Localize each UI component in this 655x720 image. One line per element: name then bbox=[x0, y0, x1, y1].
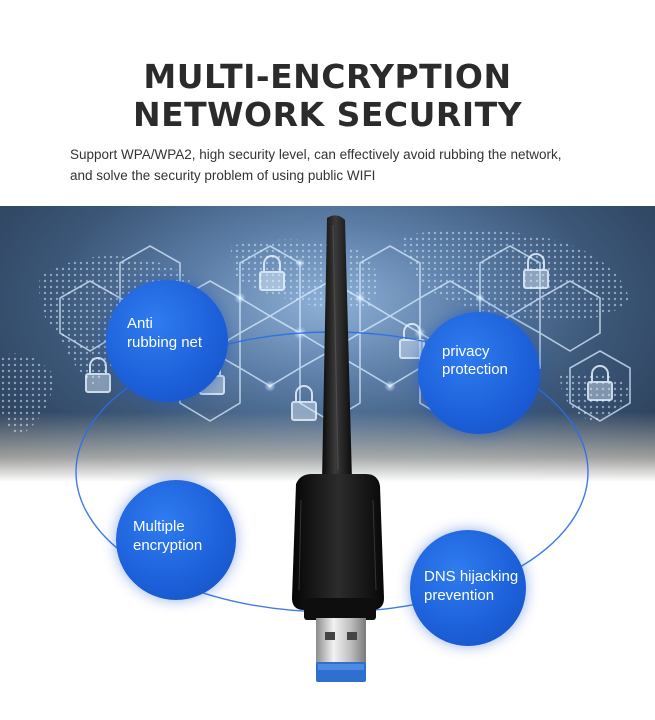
usb-wifi-adapter bbox=[292, 474, 384, 620]
feature-label-line-1: privacy bbox=[442, 343, 490, 360]
feature-anti-rubbing-net: Anti rubbing net bbox=[106, 280, 228, 402]
feature-label-line-2: encryption bbox=[133, 537, 203, 554]
usb-connector bbox=[316, 618, 366, 682]
subtitle-line-1: Support WPA/WPA2, high security level, c… bbox=[70, 147, 562, 162]
page-title: MULTI-ENCRYPTION NETWORK SECURITY bbox=[0, 58, 655, 134]
feature-privacy-protection: privacy protection bbox=[418, 312, 540, 434]
feature-label-line-2: prevention bbox=[424, 587, 495, 604]
subtitle-line-2: and solve the security problem of using … bbox=[70, 168, 376, 183]
feature-label-line-1: DNS hijacking bbox=[424, 568, 519, 585]
title-line-2: NETWORK SECURITY bbox=[132, 95, 522, 134]
title-line-1: MULTI-ENCRYPTION bbox=[143, 57, 512, 96]
feature-label-line-1: Anti bbox=[127, 315, 153, 332]
feature-label-line-1: Multiple bbox=[133, 518, 185, 535]
security-banner-image bbox=[0, 206, 655, 482]
subtitle: Support WPA/WPA2, high security level, c… bbox=[70, 144, 610, 186]
feature-dns-hijacking-prevention: DNS hijacking prevention bbox=[410, 530, 526, 646]
banner-bottom-glow bbox=[0, 412, 655, 482]
feature-label-line-2: rubbing net bbox=[127, 334, 203, 351]
feature-label-line-2: protection bbox=[442, 361, 508, 378]
feature-multiple-encryption: Multiple encryption bbox=[116, 480, 236, 600]
